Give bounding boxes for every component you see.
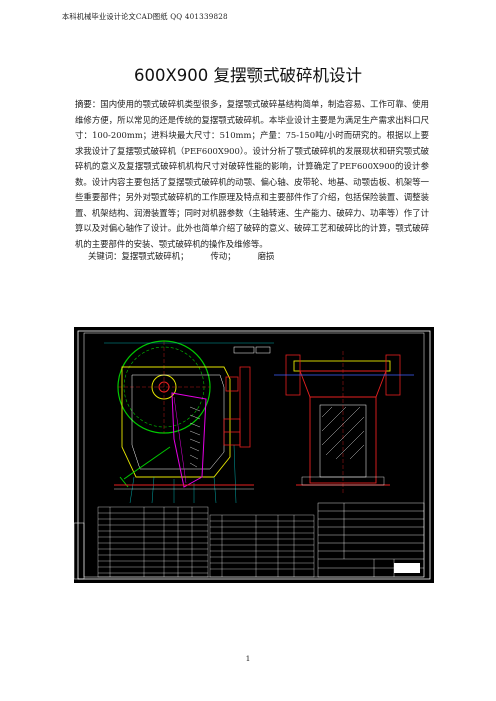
page-number: 1 [245, 654, 251, 663]
keywords-label: 关键词： [88, 251, 122, 261]
keyword-1: 复摆颚式破碎机； [121, 251, 189, 261]
keyword-2: 传动； [210, 251, 236, 261]
parts-list [97, 506, 209, 578]
header-note: 本科机械毕业设计论文CAD图纸 QQ 401339828 [62, 12, 228, 21]
keyword-3: 磨损 [257, 251, 275, 261]
keywords-line: 关键词：复摆颚式破碎机； 传动； 磨损 [88, 250, 274, 262]
title-block [317, 502, 425, 578]
abstract-text: 国内使用的颚式破碎机类型很多，复摆颚式破碎基结构简单，制造容易、工作可靠、使用维… [75, 99, 430, 249]
abstract-label: 摘要： [75, 99, 101, 109]
parts-list-2 [209, 514, 315, 578]
side-view-icon [274, 351, 414, 493]
flywheel-icon [117, 340, 211, 434]
abstract-paragraph: 摘要：国内使用的颚式破碎机类型很多，复摆颚式破碎基结构简单，制造容易、工作可靠、… [75, 97, 429, 252]
cad-drawing [74, 327, 434, 583]
page-title: 600X900 复摆颚式破碎机设计 [133, 66, 363, 85]
